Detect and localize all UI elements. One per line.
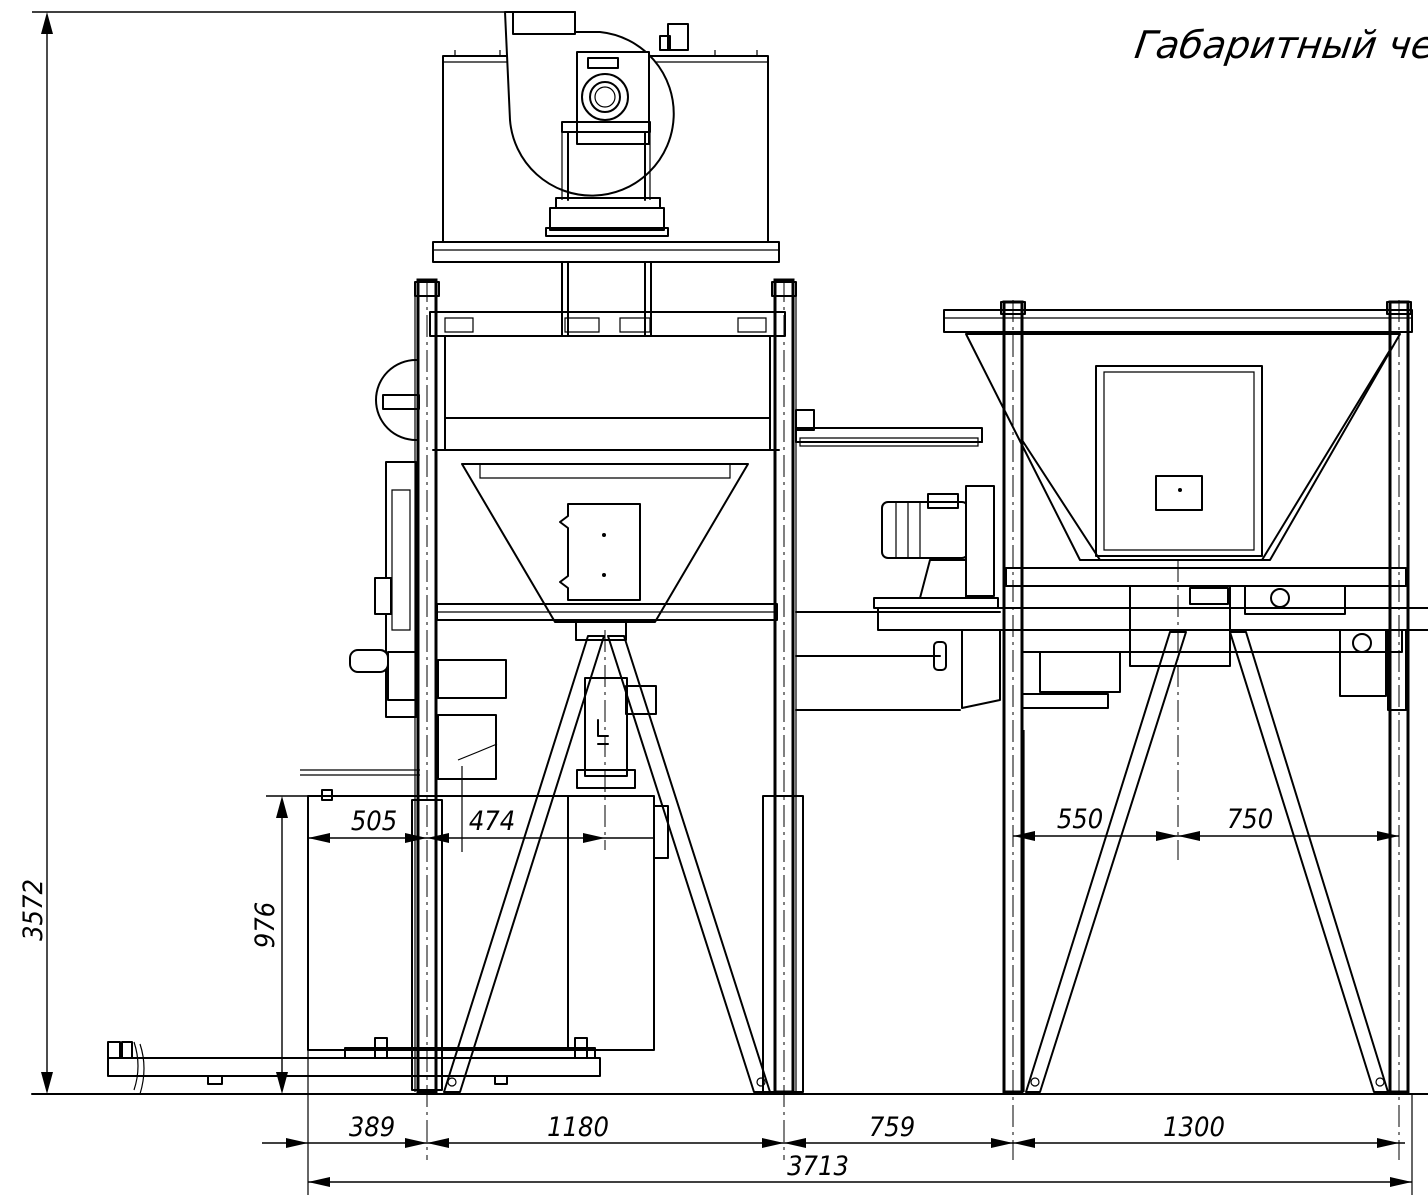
screw-conveyor [796, 410, 1428, 710]
dimension-label-759: 759 [869, 1112, 915, 1143]
hopper-door [560, 504, 640, 600]
dimension-label-750: 750 [1227, 804, 1273, 835]
dimension-976: 976 [250, 796, 330, 1094]
dimension-label-3713: 3713 [787, 1151, 849, 1182]
dimension-label-976: 976 [250, 902, 281, 948]
feed-hopper-unit [944, 310, 1412, 860]
left-frame [412, 280, 803, 1160]
dimension-label-474: 474 [469, 806, 515, 837]
dimension-overall-length: 3713 [308, 1094, 1412, 1195]
dimension-550-750: 550 750 [1013, 804, 1399, 841]
dimension-label-overall-height: 3572 [18, 879, 49, 941]
right-frame [1001, 300, 1411, 1160]
drawing-title: Габаритный черте [1132, 24, 1428, 68]
dimension-label-389: 389 [349, 1112, 395, 1143]
dimension-base-chain: 389 1180 759 1300 [262, 1094, 1405, 1195]
dimension-label-1180: 1180 [547, 1112, 609, 1143]
dimension-label-505: 505 [351, 806, 397, 837]
dust-collector-unit [108, 12, 785, 1094]
dimension-label-1300: 1300 [1163, 1112, 1225, 1143]
dimension-505-474: 505 474 [308, 796, 654, 1094]
dimension-label-550: 550 [1057, 804, 1103, 835]
